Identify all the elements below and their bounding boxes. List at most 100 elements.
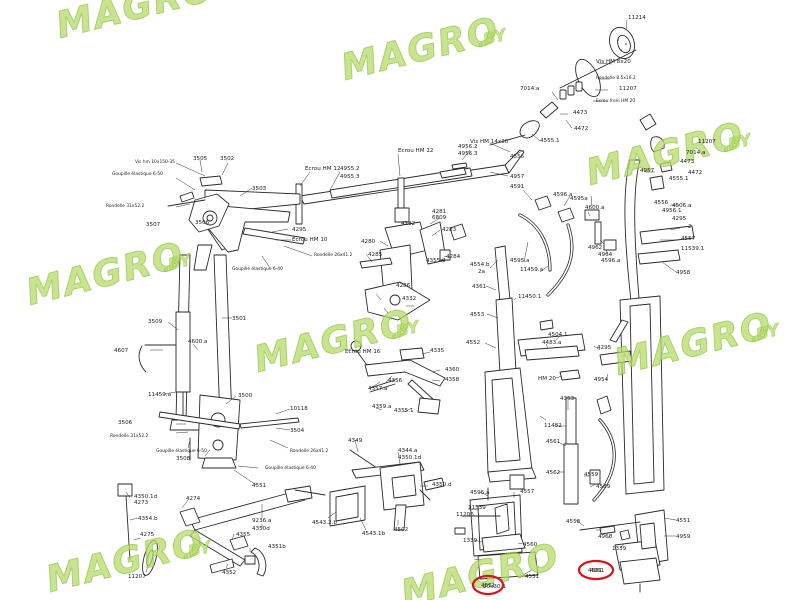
part-label: 4506.a (672, 203, 691, 209)
part-label: Ecrou HM 16 (345, 349, 381, 355)
part-label: 11207 (698, 139, 716, 145)
part-label: 4473 (573, 110, 588, 116)
part-label: Rondelle 8.5x16.2 (596, 75, 636, 81)
part-label: 4961 (590, 568, 605, 574)
part-label: 11206 (456, 512, 474, 518)
part-label: 11214 (628, 15, 646, 21)
watermark: MAGRO .BY (42, 521, 215, 600)
press-wheel-arm (117, 483, 326, 577)
part-label: 4282 (401, 221, 415, 227)
part-label: 3502 (220, 156, 234, 162)
part-label: 4560 (523, 542, 538, 548)
part-label: 1339 (612, 546, 627, 552)
part-label: 4557 (520, 489, 535, 495)
part-label: 4350.1d (134, 494, 158, 500)
drawings (117, 19, 695, 593)
hydraulic-hoses (518, 195, 617, 331)
highlighted-parts: 4551 4551 (471, 559, 615, 596)
part-label: 4295 (672, 216, 687, 222)
part-label: Vis HM 14x30 (470, 139, 509, 145)
part-label: 4595.a (510, 258, 529, 264)
part-label: 4504.1 (548, 332, 568, 338)
hydraulic-cylinder (563, 395, 616, 505)
part-label: 4352 (222, 570, 236, 576)
part-label: Ecrou HM 12 (398, 148, 433, 154)
part-label: 4360 (445, 367, 460, 373)
main-beam (295, 149, 525, 225)
part-label: 4483.a (542, 340, 561, 346)
part-label: 4280 (361, 239, 376, 245)
part-label: 4964 (598, 252, 613, 258)
part-label: 4295 (597, 345, 612, 351)
part-label: 4551 (252, 483, 267, 489)
part-label: Ecrou frein HM 20 (596, 98, 635, 104)
part-label: 4281 (432, 209, 447, 215)
part-label: 3506 (118, 420, 133, 426)
part-label: 11539.1 (681, 246, 705, 252)
part-label: 4472 (688, 170, 702, 176)
part-label: 4295 (292, 227, 307, 233)
part-label: 4355 (236, 532, 251, 538)
part-label: 4596.a (553, 192, 572, 198)
part-label: 4956.2 (458, 144, 478, 150)
part-label: 4274 (186, 496, 201, 502)
coulter-tube-center (484, 245, 586, 490)
part-label: 4556 (654, 200, 669, 206)
part-label: 4350.1d (398, 455, 422, 461)
part-label: 3509 (148, 319, 163, 325)
part-label: 4556 (510, 154, 525, 160)
part-label: 11207 (619, 86, 637, 92)
left-frame-yoke (167, 175, 306, 253)
part-label: 4957 (510, 174, 525, 180)
part-label: 4954 (594, 377, 609, 383)
part-label: 4335 (430, 348, 445, 354)
part-label: 4472 (574, 126, 588, 132)
part-label: 3504 (290, 428, 305, 434)
part-label: 4353 (560, 396, 575, 402)
part-label: 4956.3 (458, 151, 478, 157)
part-label: 4355.1 (394, 408, 414, 414)
part-label: 3506 (195, 220, 210, 226)
highlighted-part-label: 4551 (588, 568, 603, 574)
watermark: MAGRO (52, 0, 220, 47)
part-label: 4273 (134, 500, 149, 506)
part-label: 4543.2.b (312, 520, 337, 526)
part-label: 4543.1b (362, 531, 386, 537)
part-label: Goupille élastique 6-50 (112, 170, 163, 177)
part-label: 4350d (252, 526, 270, 532)
part-label: Goupille élastique 6-40 (265, 464, 316, 471)
highlight-ring (577, 559, 615, 581)
part-label: Vis hm 10x150-35 (135, 159, 175, 165)
part-label: 1339 (463, 538, 478, 544)
part-label: 4959 (676, 534, 691, 540)
part-label: 4551 (676, 518, 691, 524)
part-label: 4558 (566, 519, 581, 525)
part-label: 4557 (681, 236, 696, 242)
part-label: 4555.1 (540, 138, 560, 144)
highlighted-part-label: 4551 (481, 583, 496, 589)
part-label: 7014.a (520, 86, 539, 92)
watermark: MAGRO .BY (337, 9, 510, 89)
part-label: 4332 (402, 296, 416, 302)
part-label: 7014.a (686, 150, 705, 156)
part-label: 4356 (388, 378, 403, 384)
coulter-tube-right (599, 113, 695, 495)
part-label: 2a (478, 269, 485, 275)
part-label: 4357.a (368, 386, 387, 392)
part-label: 4561 (546, 439, 561, 445)
part-label: Ecrou HM 12 (305, 166, 340, 172)
part-label: 4473 (680, 159, 695, 165)
watermark-text: MAGRO (52, 0, 219, 47)
part-label: 4359.a (372, 404, 391, 410)
part-label: 10118 (290, 406, 308, 412)
part-label: 3500 (238, 393, 253, 399)
part-label: 4552 (466, 340, 480, 346)
part-label: Rondelle 31x52.2 (110, 433, 149, 439)
part-label: 4502 (394, 527, 408, 533)
part-label: 4350.d (432, 482, 452, 488)
part-label: 4351b (268, 544, 286, 550)
part-label: 4358 (445, 377, 460, 383)
part-label: Goupille élastique 6-50 (156, 447, 207, 454)
